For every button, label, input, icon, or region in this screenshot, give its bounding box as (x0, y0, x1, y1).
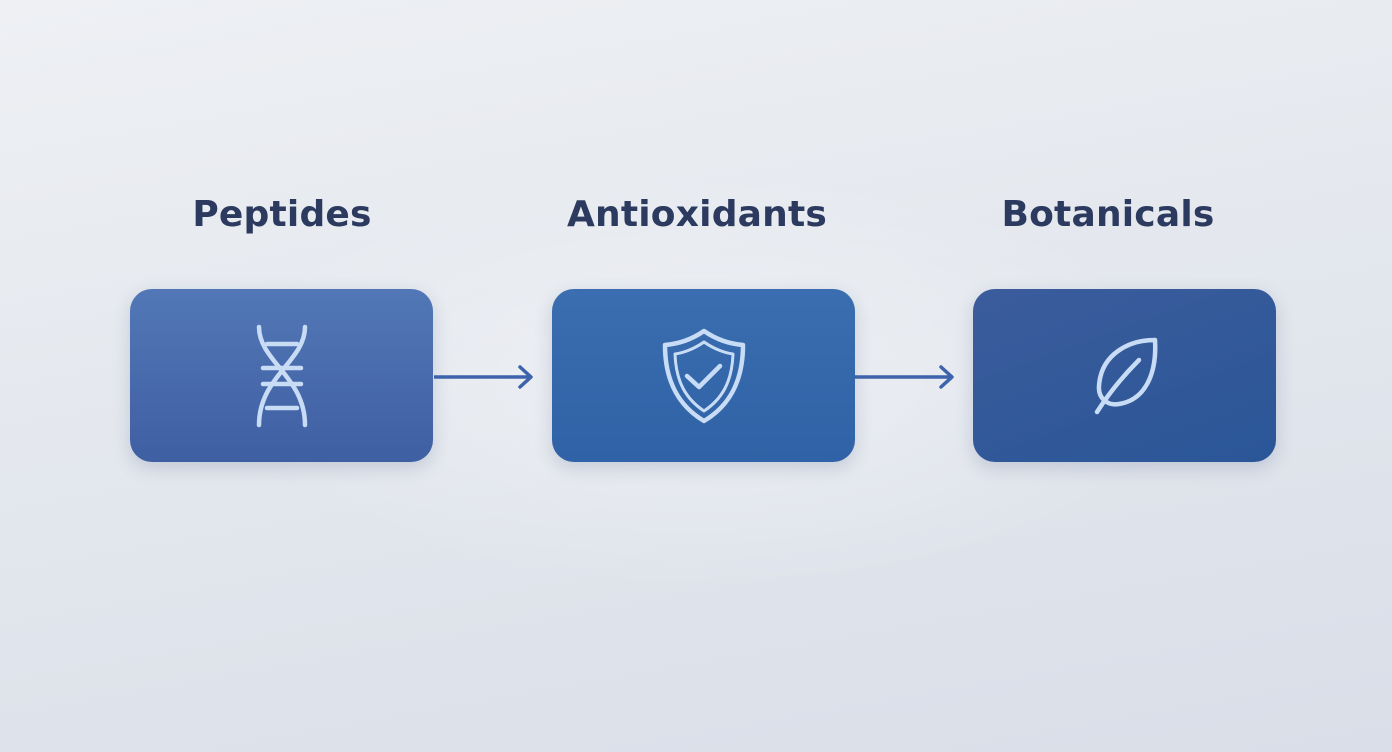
node-label-antioxidants: Antioxidants (566, 194, 828, 235)
node-antioxidants (552, 289, 855, 462)
leaf-icon (1094, 337, 1157, 414)
shield-check-icon (662, 328, 745, 423)
node-botanicals (973, 289, 1276, 462)
arrow-peptides-to-antioxidants (434, 365, 533, 389)
dna-icon (256, 324, 307, 427)
node-peptides (130, 289, 433, 462)
node-label-botanicals: Botanicals (1001, 194, 1215, 235)
arrow-antioxidants-to-botanicals (855, 365, 954, 389)
node-label-peptides: Peptides (192, 194, 372, 235)
